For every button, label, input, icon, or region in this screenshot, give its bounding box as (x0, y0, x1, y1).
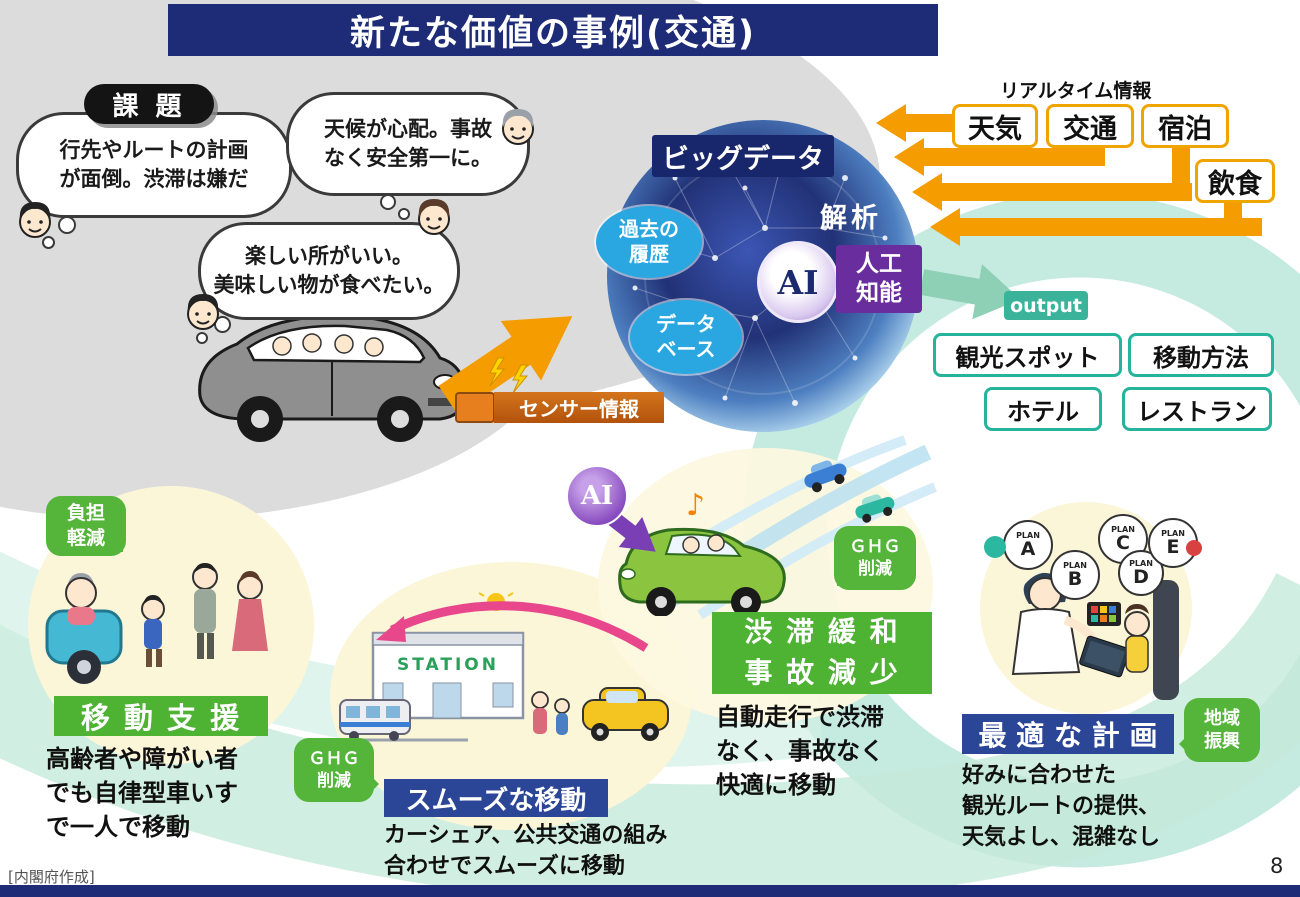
burden-reduction-bubble: 負担 軽減 (46, 496, 126, 556)
regional-promotion-bubble: 地域 振興 (1179, 698, 1260, 762)
bubble-tail (214, 316, 231, 333)
challenge-badge: 課 題 (84, 84, 214, 124)
optimal-plan-desc: 好みに合わせた 観光ルートの提供、 天気よし、混雑なし (962, 763, 1161, 851)
bubble-tail (398, 208, 410, 220)
congestion-relief-desc: 自動走行で渋滞 なく、事故なく 快適に移動 (716, 703, 884, 800)
output-restaurant: レストラン (1122, 387, 1272, 431)
source-weather: 天気 (952, 104, 1038, 148)
plan-letter: A (1020, 537, 1036, 560)
credit-text: [内閣府作成] (8, 868, 95, 886)
bubble-tail (58, 216, 76, 234)
ai-name-label: 人工 知能 (836, 245, 922, 313)
ghg-bubble-smooth: ＧＨＧ 削減 (294, 738, 379, 802)
output-transport: 移動方法 (1128, 333, 1274, 377)
ghg-bubble-congestion: ＧＨＧ 削減 (834, 526, 916, 590)
sensor-label: センサー情報 (494, 392, 664, 423)
thought-bubble-route: 行先やルートの計画 が面倒。渋滞は嫌だ (16, 112, 292, 218)
page-title: 新たな価値の事例(交通) (168, 4, 938, 56)
lightning-icon (489, 357, 529, 394)
history-circle: 過去の 履歴 (596, 206, 702, 278)
plan-letter: B (1067, 567, 1083, 590)
plan-letter: C (1116, 531, 1130, 554)
thought-bubble-weather: 天候が心配。事故 なく安全第一に。 (286, 92, 530, 196)
mobility-support-banner: 移 動 支 援 (54, 696, 268, 736)
mobility-support-desc: 高齢者や障がい者 でも自律型車いす で一人で移動 (46, 745, 238, 842)
source-lodging: 宿泊 (1141, 104, 1229, 148)
bubble-tail (42, 236, 55, 249)
thought-bubble-fun: 楽しい所がいい。 美味しい物が食べたい。 (198, 222, 460, 320)
ai-circle: AI (757, 241, 839, 323)
red-dot-icon (1186, 540, 1202, 556)
sensor-device-icon (455, 392, 495, 423)
ai-driving-circle: AI (566, 465, 628, 527)
bubble-tail (196, 332, 208, 344)
teal-dot-icon (984, 536, 1006, 558)
music-note-icon: ♪ (686, 488, 706, 523)
database-circle: データ ベース (630, 300, 742, 374)
output-sightseeing: 観光スポット (933, 333, 1122, 377)
bigdata-title: ビッグデータ (652, 135, 834, 177)
page-number: 8 (1270, 854, 1284, 878)
optimal-plan-banner: 最 適 な 計 画 (962, 714, 1174, 754)
bottom-bar (0, 885, 1300, 897)
output-label: output (1004, 291, 1088, 320)
plan-letter: D (1133, 565, 1149, 588)
smooth-movement-banner: スムーズな移動 (384, 779, 608, 817)
realtime-title: リアルタイム情報 (1000, 80, 1152, 102)
smooth-movement-desc: カーシェア、公共交通の組み 合わせでスムーズに移動 (384, 823, 668, 880)
plan-bubble-b: PLAN B (1050, 550, 1100, 600)
analysis-label: 解析 (820, 203, 882, 234)
congestion-relief-banner: 渋 滞 緩 和 事 故 減 少 (712, 612, 932, 694)
output-hotel: ホテル (984, 387, 1102, 431)
source-dining: 飲食 (1195, 159, 1275, 203)
plan-letter: E (1166, 535, 1180, 558)
plan-bubble-a: PLAN A (1003, 520, 1053, 570)
source-traffic: 交通 (1046, 104, 1134, 148)
bubble-tail (380, 194, 396, 210)
